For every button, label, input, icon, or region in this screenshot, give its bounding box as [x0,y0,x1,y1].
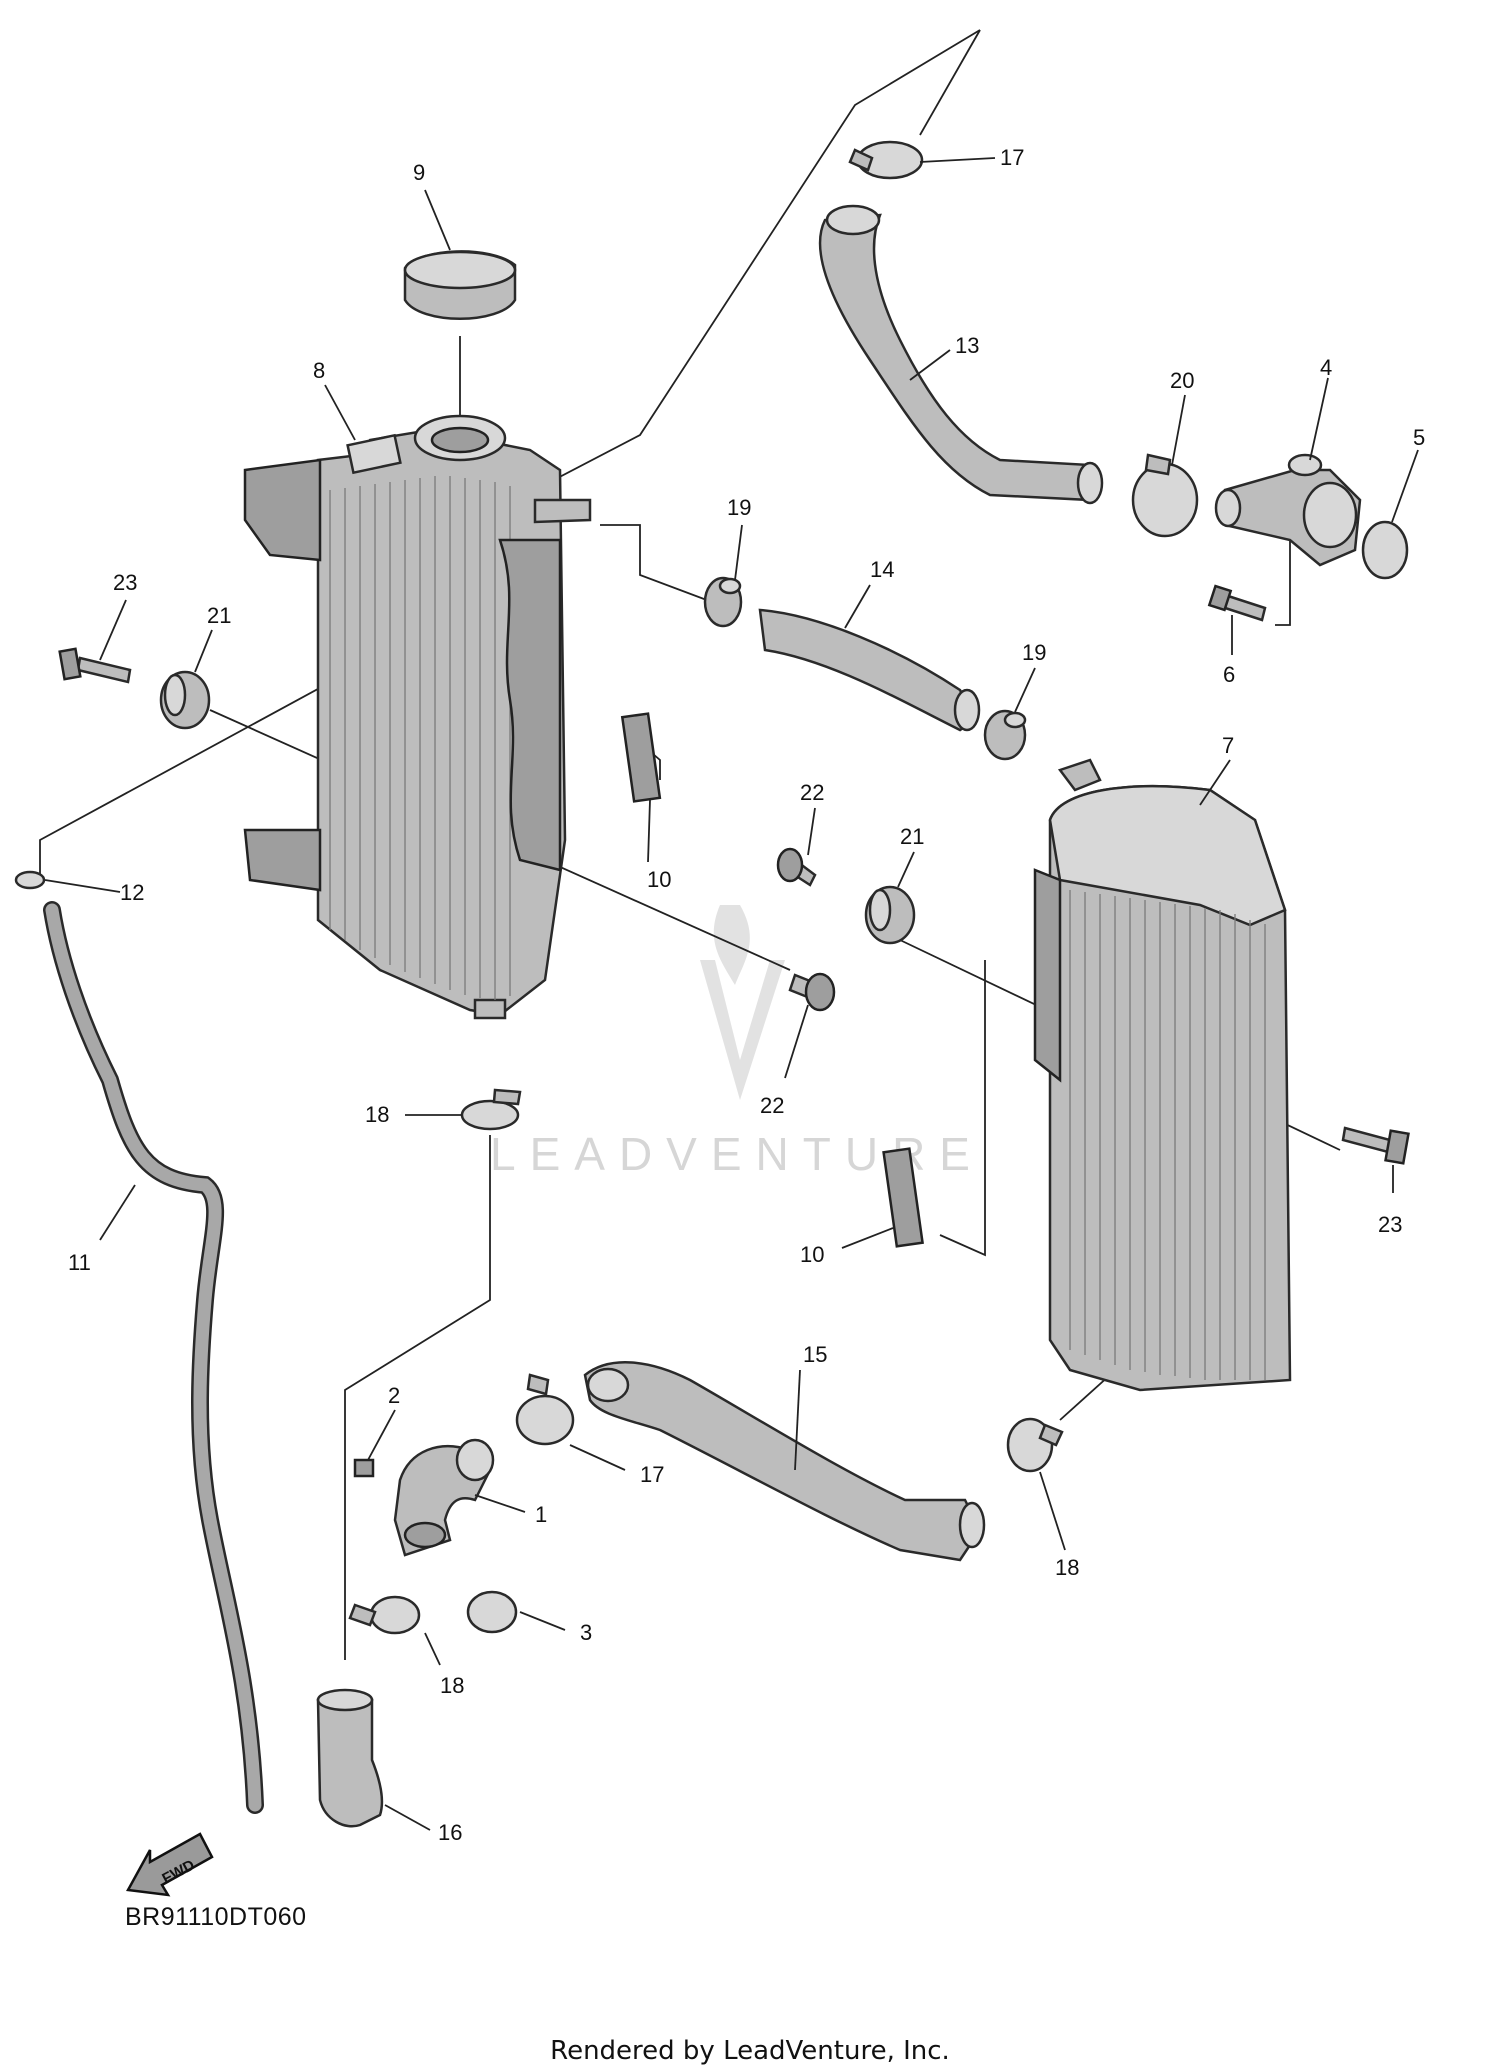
callout-21: 21 [900,824,924,849]
pad-10a [620,712,662,803]
grommet-21b [864,885,916,945]
callout-12: 12 [120,880,144,905]
footer-credit: Rendered by LeadVenture, Inc. [550,2036,950,2066]
callout-18: 18 [365,1102,389,1127]
callout-15: 15 [803,1342,827,1367]
o-ring-5 [1361,520,1409,580]
grommet-21a [159,670,211,730]
callout-18: 18 [440,1673,464,1698]
forward-arrow: FWD [126,1832,214,1897]
forward-arrow-icon [126,1832,214,1897]
bolt-6 [1207,584,1267,622]
upper-hose [818,204,1104,505]
pad-10b [882,1147,924,1248]
callout-10: 10 [647,867,671,892]
callout-16: 16 [438,1820,462,1845]
callout-7: 7 [1222,733,1234,758]
callout-17: 17 [640,1462,664,1487]
right-radiator [1033,758,1292,1392]
hose-clamp-18b [1006,1417,1064,1473]
callout-5: 5 [1413,425,1425,450]
hose-clamp-19b [983,709,1027,761]
callout-20: 20 [1170,368,1194,393]
callout-23: 23 [113,570,137,595]
callout-13: 13 [955,333,979,358]
callout-22: 22 [760,1093,784,1118]
callout-19: 19 [727,495,751,520]
hose-clamp-18c [348,1595,421,1635]
hose-clamp-upper [848,140,924,180]
overflow-hose-11 [43,901,264,1814]
left-radiator [243,414,592,1020]
fitting-4 [1214,453,1362,567]
clamp-12 [14,870,46,890]
hose-clamp-19a [703,576,743,628]
callout-21: 21 [207,603,231,628]
callout-6: 6 [1223,662,1235,687]
collar-22a [776,847,817,887]
radiator-cap [403,250,517,320]
hose-14 [758,608,981,732]
callout-22: 22 [800,780,824,805]
fitting-1 [393,1438,495,1557]
watermark-logo [700,905,785,1100]
callout-10: 10 [800,1242,824,1267]
overflow-hose-11-fill [45,903,262,1812]
callout-4: 4 [1320,355,1332,380]
clamp-20 [1131,453,1199,538]
hose-clamp-17b [515,1373,575,1446]
collar-22b [788,972,836,1012]
callout-1: 1 [535,1502,547,1527]
lower-hose-15 [583,1361,986,1562]
callout-3: 3 [580,1620,592,1645]
callout-11: 11 [68,1250,91,1275]
callout-19: 19 [1022,640,1046,665]
callout-17: 17 [1000,145,1024,170]
callout-2: 2 [388,1383,400,1408]
bolt-2 [353,1458,375,1478]
callout-9: 9 [413,160,425,185]
short-hose-16 [316,1688,384,1828]
callout-18: 18 [1055,1555,1079,1580]
leader-lines [44,157,1419,1831]
diagram-code: BR91110DT060 [125,1903,307,1931]
callout-23: 23 [1378,1212,1402,1237]
o-ring-3 [466,1590,518,1634]
callout-14: 14 [870,557,894,582]
bolt-23a [58,647,132,684]
hose-clamp-18a [460,1088,522,1131]
callout-labels: 9 8 17 13 20 4 5 19 14 19 6 23 21 7 22 2… [68,145,1425,1845]
callout-8: 8 [313,358,325,383]
bolt-23b [1341,1126,1410,1165]
